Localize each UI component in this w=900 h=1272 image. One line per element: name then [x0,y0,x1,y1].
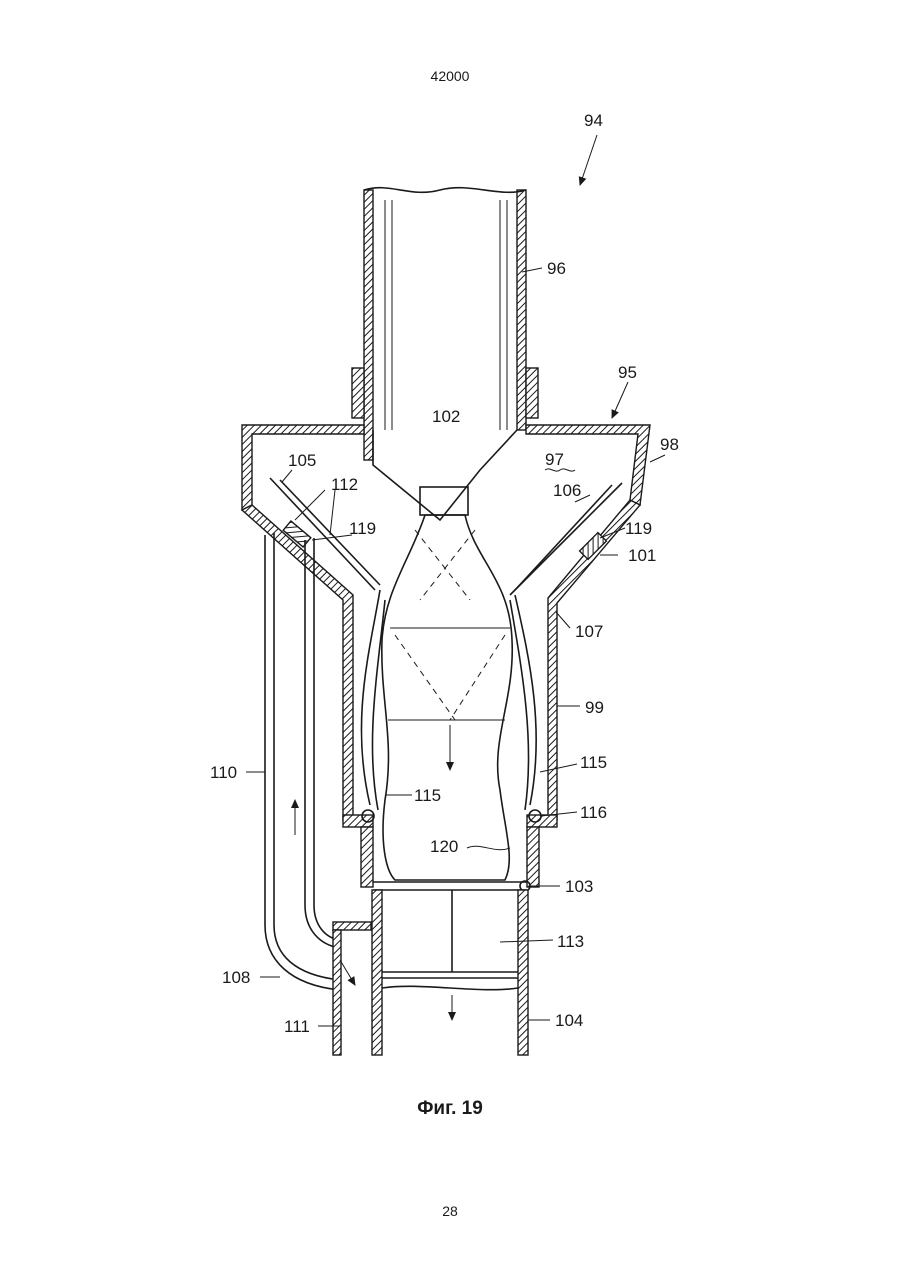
label-119-right: 119 [625,519,652,538]
label-111: 111 [284,1017,310,1036]
bottle [382,487,512,880]
label-105: 105 [288,451,316,470]
page-number: 28 [0,1203,900,1219]
figure-caption: Фиг. 19 [0,1098,900,1120]
label-116: 116 [580,803,607,822]
valve-section [372,890,528,1055]
label-104: 104 [555,1011,583,1030]
label-101: 101 [628,546,656,565]
label-120: 120 [430,837,458,856]
return-pipe [265,533,371,1055]
label-97: 97 [545,450,564,469]
label-115-right: 115 [580,753,607,772]
label-99: 99 [585,698,604,717]
label-119-left: 119 [349,519,376,538]
label-108: 108 [222,968,250,987]
label-103: 103 [565,877,593,896]
label-115-left: 115 [414,786,441,805]
label-102: 102 [432,407,460,426]
leader-lines [246,135,665,1026]
label-112: 112 [331,475,358,494]
label-113: 113 [557,932,584,951]
label-106: 106 [553,481,581,500]
label-110: 110 [210,763,237,782]
label-98: 98 [660,435,679,454]
label-96: 96 [547,259,566,278]
reference-labels: 94 96 95 102 98 97 105 106 112 119 119 1… [210,111,679,1036]
label-107: 107 [575,622,603,641]
label-95: 95 [618,363,637,382]
label-94: 94 [584,111,603,130]
